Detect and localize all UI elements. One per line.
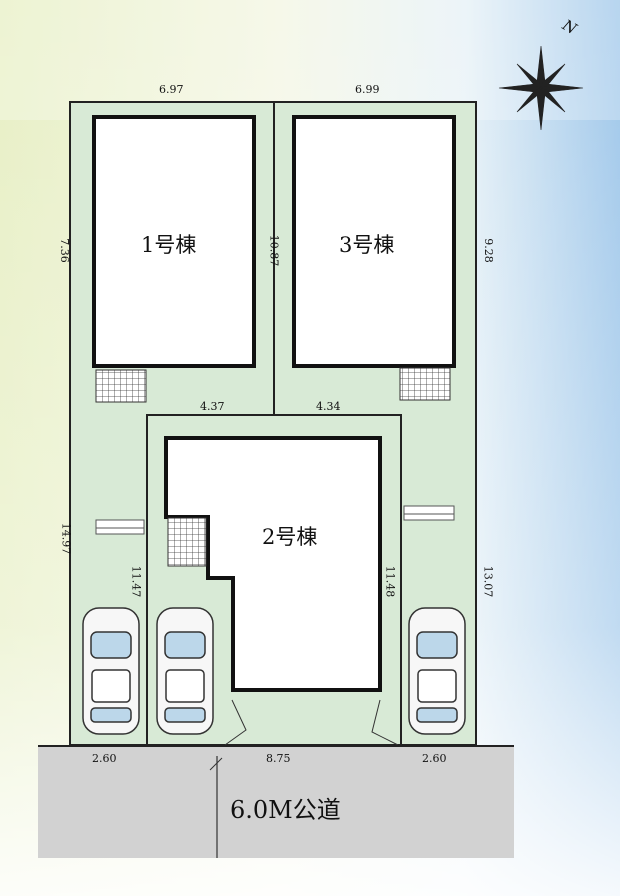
building-3-label: 3号棟 (339, 233, 395, 257)
dim-center-left: 11.47 (129, 565, 143, 598)
dim-right-lower: 13.07 (481, 565, 495, 598)
dim-center-right: 11.48 (383, 565, 397, 598)
road-label: 6.0M公道 (230, 796, 341, 824)
dim-middle-upper: 10.87 (267, 234, 281, 267)
dim-bottom-center: 8.75 (266, 752, 291, 765)
building-1 (92, 115, 256, 368)
compass-rose-icon (498, 45, 584, 131)
car-icon (82, 607, 466, 735)
road (38, 746, 514, 858)
dim-left-upper: 7.36 (57, 238, 71, 263)
building-1-label: 1号棟 (141, 233, 197, 257)
dim-left-lower: 14.97 (59, 522, 73, 555)
porch-3 (399, 367, 451, 401)
building-2 (164, 436, 382, 692)
dim-center-top-left: 4.37 (200, 400, 225, 413)
dim-bottom-right: 2.60 (422, 752, 447, 765)
dim-center-top-right: 4.34 (316, 400, 341, 413)
dim-top-left: 6.97 (159, 83, 184, 96)
building-3 (292, 115, 456, 368)
porch-2 (167, 517, 207, 567)
dim-right-upper: 9.28 (481, 238, 495, 263)
dim-top-right: 6.99 (355, 83, 380, 96)
dim-bottom-left: 2.60 (92, 752, 117, 765)
building-2-label: 2号棟 (262, 525, 318, 549)
porch-1 (95, 369, 147, 403)
